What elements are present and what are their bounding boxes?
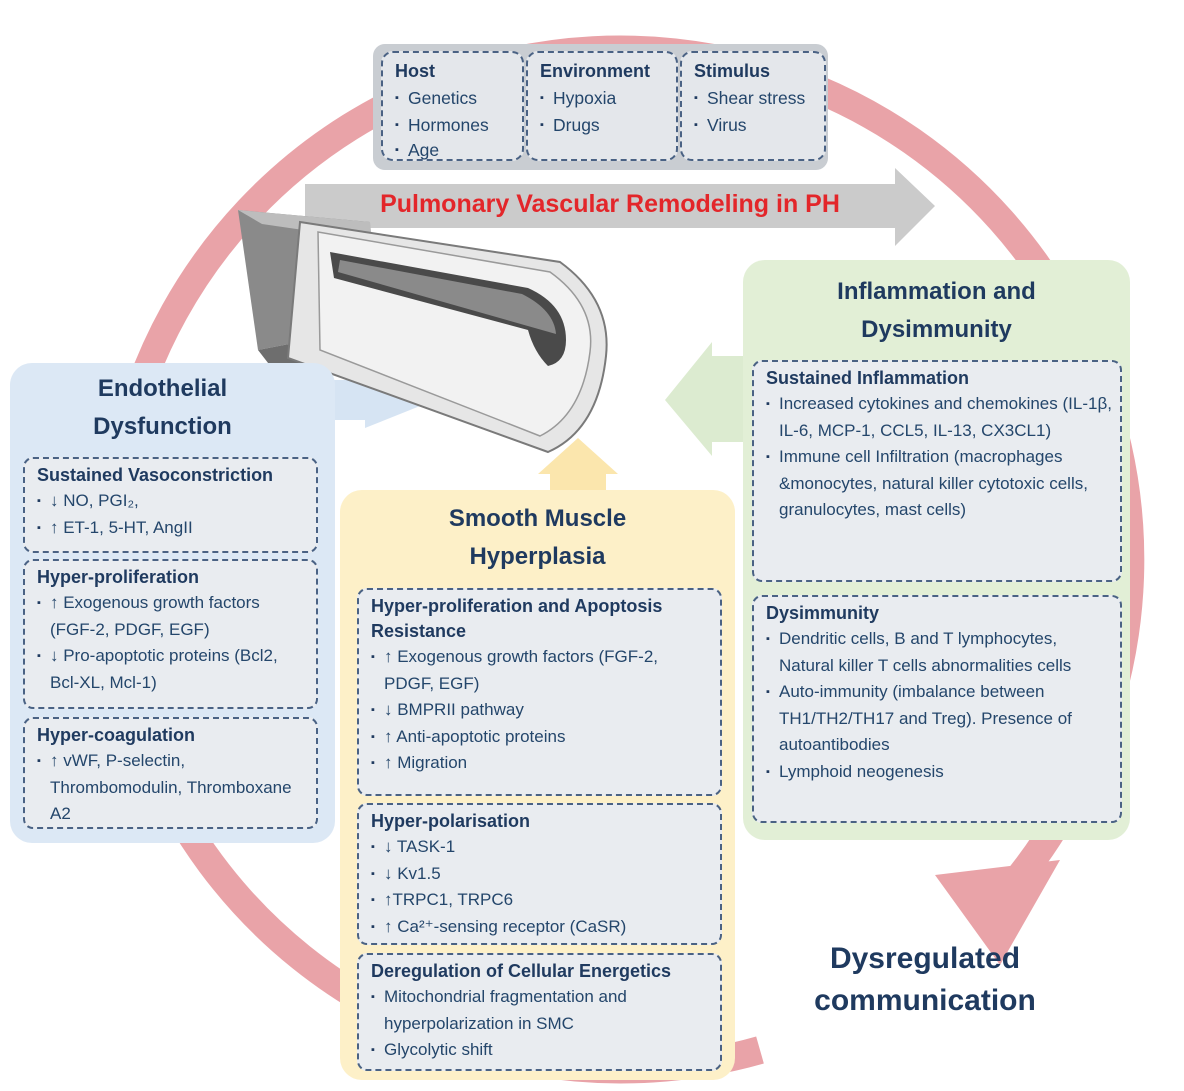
vasoconstriction-title: Sustained Vasoconstriction — [37, 465, 274, 485]
hypercoagulation-box: Hyper-coagulation ↑ vWF, P-selectin, Thr… — [23, 717, 318, 829]
endothelial-hyperproliferation-title: Hyper-proliferation — [37, 567, 200, 587]
environment-item: Drugs — [540, 112, 670, 139]
hyperpolarisation-item: ↑TRPC1, TRPC6 — [371, 887, 712, 914]
hyperpolarisation-item: ↑ Ca²⁺-sensing receptor (CaSR) — [371, 914, 712, 941]
endothelial-hyperproliferation-item: ↓ Pro-apoptotic proteins (Bcl2, Bcl-XL, … — [37, 643, 308, 696]
endothelial-title-line2: Dysfunction — [93, 413, 232, 440]
host-item: Hormones — [395, 112, 516, 139]
cellular-energetics-item: Glycolytic shift — [371, 1037, 712, 1064]
hypercoagulation-item: ↑ vWF, P-selectin, Thrombomodulin, Throm… — [37, 748, 308, 828]
apoptosis-resistance-item: ↓ BMPRII pathway — [371, 697, 712, 724]
sustained-inflammation-box: Sustained Inflammation Increased cytokin… — [752, 360, 1122, 582]
stimulus-item: Shear stress — [694, 85, 818, 112]
apoptosis-resistance-box: Hyper-proliferation and Apoptosis Resist… — [357, 588, 722, 796]
dysregulated-line1: Dysregulated — [829, 942, 1021, 975]
stimulus-item: Virus — [694, 112, 818, 139]
inflammation-title-line2: Dysimmunity — [861, 316, 1012, 343]
host-title: Host — [395, 61, 435, 81]
dysregulated-communication-label: Dysregulated communication — [790, 938, 1060, 1022]
vasoconstriction-box: Sustained Vasoconstriction ↓ NO, PGI₂, ↑… — [23, 457, 318, 553]
sustained-inflammation-item: Immune cell Infiltration (macrophages &m… — [766, 444, 1112, 524]
hypercoagulation-title: Hyper-coagulation — [37, 725, 196, 745]
apoptosis-resistance-title: Hyper-proliferation and Apoptosis Resist… — [371, 596, 663, 641]
host-item: Genetics — [395, 85, 516, 112]
apoptosis-resistance-item: ↑ Anti-apoptotic proteins — [371, 724, 712, 751]
sustained-inflammation-title: Sustained Inflammation — [766, 368, 970, 388]
dysimmunity-item: Dendritic cells, B and T lymphocytes, Na… — [766, 626, 1112, 679]
cycle-ring-arrowhead — [935, 860, 1060, 965]
hyperpolarisation-item: ↓ TASK-1 — [371, 834, 712, 861]
hyperpolarisation-title: Hyper-polarisation — [371, 811, 531, 831]
dysregulated-line2: communication — [814, 984, 1036, 1017]
endothelial-title-line1: Endothelial — [97, 375, 228, 402]
stimulus-box: Stimulus Shear stress Virus — [680, 51, 826, 161]
cellular-energetics-box: Deregulation of Cellular Energetics Mito… — [357, 953, 722, 1071]
smooth-muscle-title-line1: Smooth Muscle — [448, 505, 627, 532]
host-item: Age — [395, 139, 516, 161]
main-grey-arrow — [305, 168, 935, 246]
environment-box: Environment Hypoxia Drugs — [526, 51, 678, 161]
hyperpolarisation-item: ↓ Kv1.5 — [371, 861, 712, 888]
main-arrow-label: Pulmonary Vascular Remodeling in PH — [380, 190, 840, 218]
apoptosis-resistance-item: ↑ Exogenous growth factors (FGF-2, PDGF,… — [371, 644, 712, 697]
inflammation-title: Inflammation and Dysimmunity — [743, 273, 1130, 349]
dysimmunity-title: Dysimmunity — [766, 603, 880, 623]
vasoconstriction-item: ↓ NO, PGI₂, — [37, 488, 308, 515]
smooth-muscle-arrow — [538, 438, 618, 500]
stimulus-title: Stimulus — [694, 61, 771, 81]
host-box: Host Genetics Hormones Age — [381, 51, 524, 161]
cellular-energetics-item: Mitochondrial fragmentation and hyperpol… — [371, 984, 712, 1037]
vessel-illustration — [238, 210, 608, 454]
cellular-energetics-title: Deregulation of Cellular Energetics — [371, 961, 672, 981]
environment-title: Environment — [540, 61, 651, 81]
sustained-inflammation-item: Increased cytokines and chemokines (IL-1… — [766, 391, 1112, 444]
endothelial-hyperproliferation-item: ↑ Exogenous growth factors (FGF-2, PDGF,… — [37, 590, 308, 643]
dysimmunity-box: Dysimmunity Dendritic cells, B and T lym… — [752, 595, 1122, 823]
dysimmunity-item: Auto-immunity (imbalance between TH1/TH2… — [766, 679, 1112, 759]
dysimmunity-item: Lymphoid neogenesis — [766, 759, 1112, 786]
endothelial-title: Endothelial Dysfunction — [20, 370, 305, 446]
hyperpolarisation-box: Hyper-polarisation ↓ TASK-1 ↓ Kv1.5 ↑TRP… — [357, 803, 722, 945]
endothelial-hyperproliferation-box: Hyper-proliferation ↑ Exogenous growth f… — [23, 559, 318, 709]
smooth-muscle-title: Smooth Muscle Hyperplasia — [340, 500, 735, 576]
vasoconstriction-item: ↑ ET-1, 5-HT, AngII — [37, 515, 308, 542]
apoptosis-resistance-item: ↑ Migration — [371, 750, 712, 777]
smooth-muscle-title-line2: Hyperplasia — [469, 543, 606, 570]
environment-item: Hypoxia — [540, 85, 670, 112]
inflammation-title-line1: Inflammation and — [837, 278, 1036, 305]
